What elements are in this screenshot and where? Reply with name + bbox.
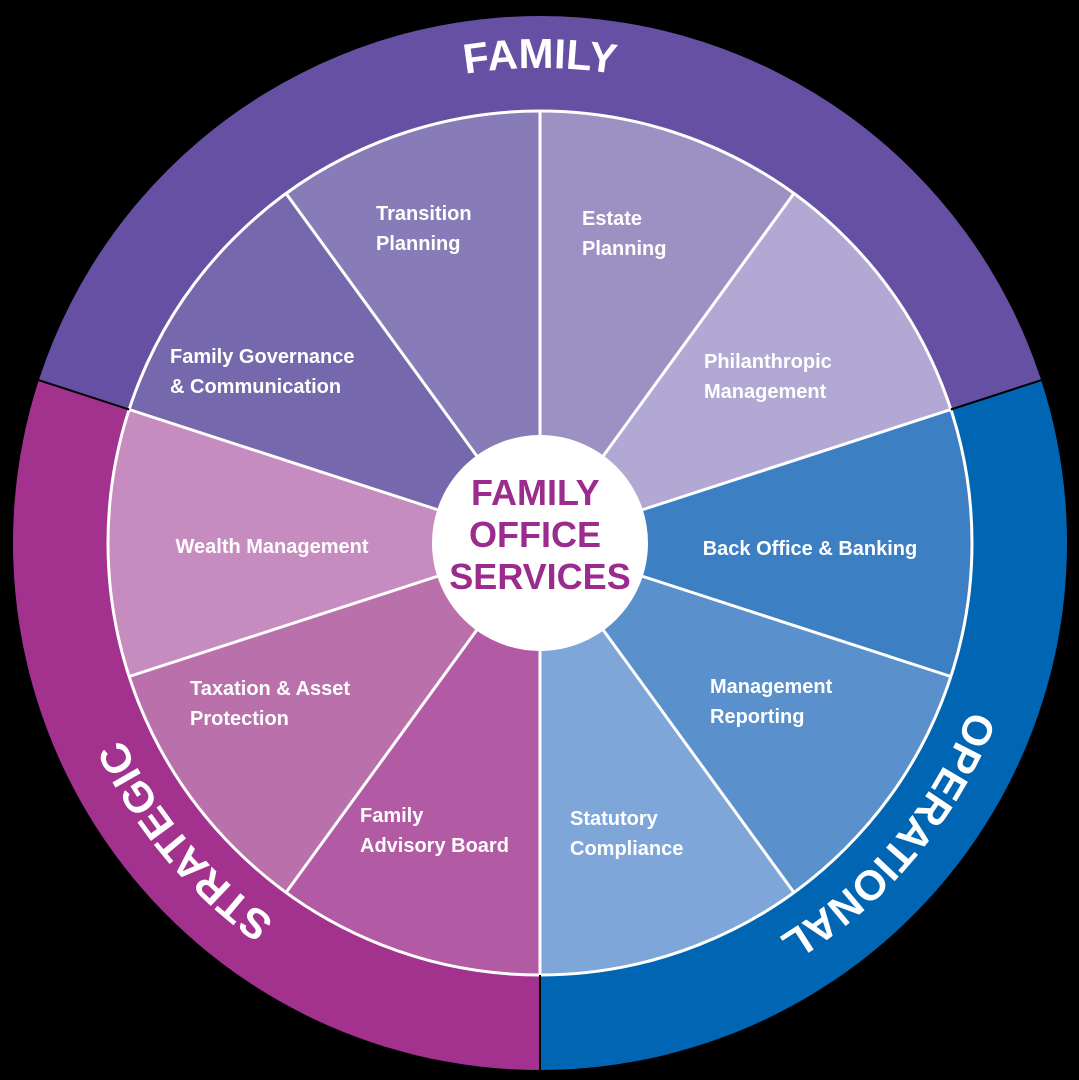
ring-sector-operational [540, 380, 1067, 1070]
segment-estate-planning[interactable] [540, 111, 794, 543]
segment-wealth-management[interactable] [108, 409, 540, 677]
segment-divider [640, 408, 952, 512]
segment-family-governance-communication[interactable] [129, 193, 540, 544]
center-hub [432, 435, 648, 651]
segment-taxation-asset-protection[interactable] [129, 543, 540, 893]
segment-label-back-office-banking: Back Office & Banking [703, 538, 918, 560]
segment-management-reporting[interactable] [540, 543, 951, 893]
segment-family-advisory-board[interactable] [286, 543, 540, 975]
segment-divider [601, 192, 796, 459]
service-segments [108, 111, 973, 975]
segment-statutory-compliance[interactable] [540, 543, 794, 975]
segment-philanthropic-management[interactable] [540, 193, 951, 544]
segment-divider [640, 574, 952, 678]
center-title: FAMILY OFFICE SERVICES [449, 472, 630, 597]
segment-divider [284, 192, 479, 459]
segment-divider [128, 408, 440, 512]
ring-sector-family [38, 15, 1042, 410]
ring-divider [950, 379, 1042, 411]
segment-divider [284, 627, 479, 894]
segment-label-family-governance-communication: Family Governance& Communication [170, 346, 355, 398]
segment-transition-planning[interactable] [286, 111, 540, 543]
segment-back-office-banking[interactable] [540, 409, 973, 677]
ring-sector-strategic [12, 380, 540, 1070]
segment-divider [601, 627, 796, 894]
outer-ring [12, 15, 1067, 1070]
ring-divider [38, 379, 130, 411]
segment-divider [128, 574, 440, 678]
segment-label-wealth-management: Wealth Management [176, 536, 369, 558]
segment-dividers [38, 109, 1042, 1070]
